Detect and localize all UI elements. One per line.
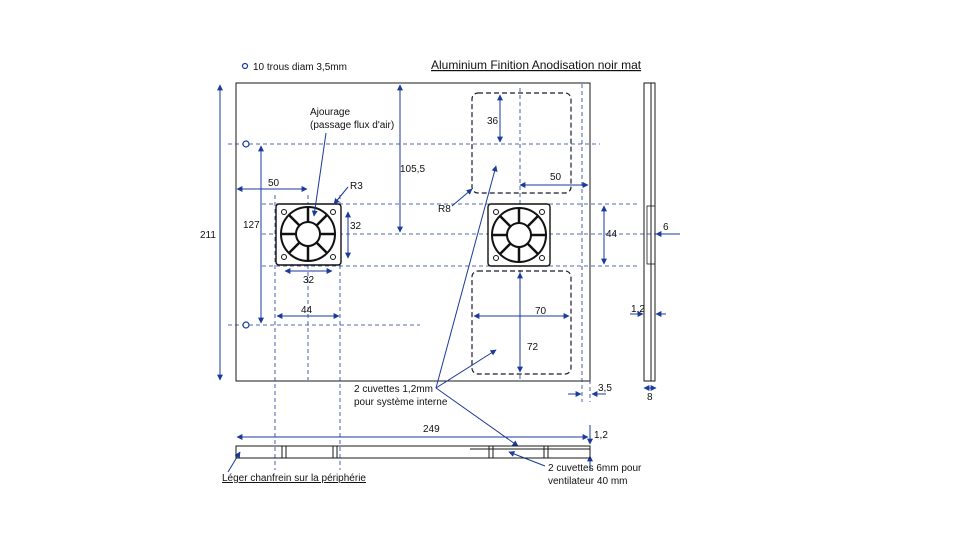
hole-legend-icon [241,62,249,70]
bottom-view [235,445,591,459]
pocket-top [471,92,572,194]
mounting-hole-bottom [242,321,250,329]
note-ajourage-1: Ajourage [310,107,350,118]
note-cuvettes-int-2: pour système interne [354,397,448,408]
dimension-lines [217,84,607,470]
dim-radius-r8: R8 [438,204,451,215]
dim-width-total: 249 [423,424,440,435]
dim-width-44: 44 [301,305,313,316]
note-cuvettes-int-1: 2 cuvettes 1,2mm [354,384,433,395]
dim-fan2-height: 44 [606,229,618,240]
dim-fan-width: 32 [303,275,315,286]
dim-side-6: 6 [663,222,669,233]
dim-pocket-depth: 36 [487,116,499,127]
dim-holes-spacing: 127 [243,220,260,231]
dim-radius-r3: R3 [350,181,363,192]
leader-lines [227,132,546,473]
note-cuvettes-fan-1: 2 cuvettes 6mm pour [548,463,642,474]
note-cuvettes-fan-2: ventilateur 40 mm [548,476,627,487]
dim-pocket-width: 70 [535,306,547,317]
holes-note: 10 trous diam 3,5mm [253,62,347,73]
dim-top-offset: 105,5 [400,164,425,175]
side-view [630,82,680,391]
pocket-bottom [471,270,572,375]
note-ajourage-2: (passage flux d'air) [310,120,394,131]
dim-side-1-2: 1,2 [631,304,645,315]
note-chanfrein: Léger chanfrein sur la périphérie [222,473,366,484]
dim-height-total: 211 [200,230,216,241]
center-lines [228,84,680,470]
fan-cutout-left [275,203,342,266]
dim-offset-50-right: 50 [550,172,562,183]
fan-right [487,203,551,267]
dim-margin-3-5: 3,5 [598,383,612,394]
drawing-title: Aluminium Finition Anodisation noir mat [431,58,642,72]
dim-fan-height: 32 [350,221,362,232]
dim-side-8: 8 [647,392,653,403]
dim-thickness-bottom: 1,2 [594,430,608,441]
dim-pocket-height: 72 [527,342,539,353]
main-plate [235,82,591,382]
mounting-hole-top [242,140,250,148]
dim-offset-50-left: 50 [268,178,280,189]
